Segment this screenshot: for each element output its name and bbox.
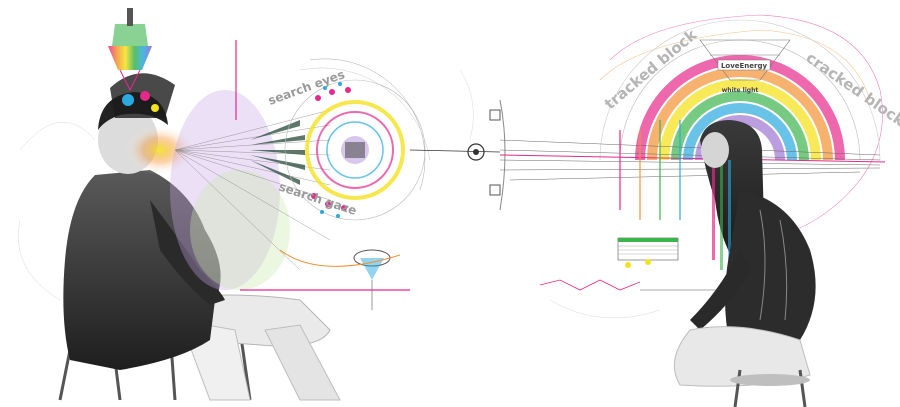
search-gaze-diagram: search eyes search gaze (170, 40, 431, 310)
central-connector (409, 99, 506, 211)
label-love-energy: LoveEnergy (721, 62, 768, 70)
label-search-eyes: search eyes (266, 67, 346, 108)
love-energy-diagram: LoveEnergy white light tracked block cra… (499, 14, 900, 291)
brain-map-diagram (108, 8, 175, 118)
seated-woman-figure (673, 120, 816, 407)
label-white-light: white light (722, 87, 759, 94)
